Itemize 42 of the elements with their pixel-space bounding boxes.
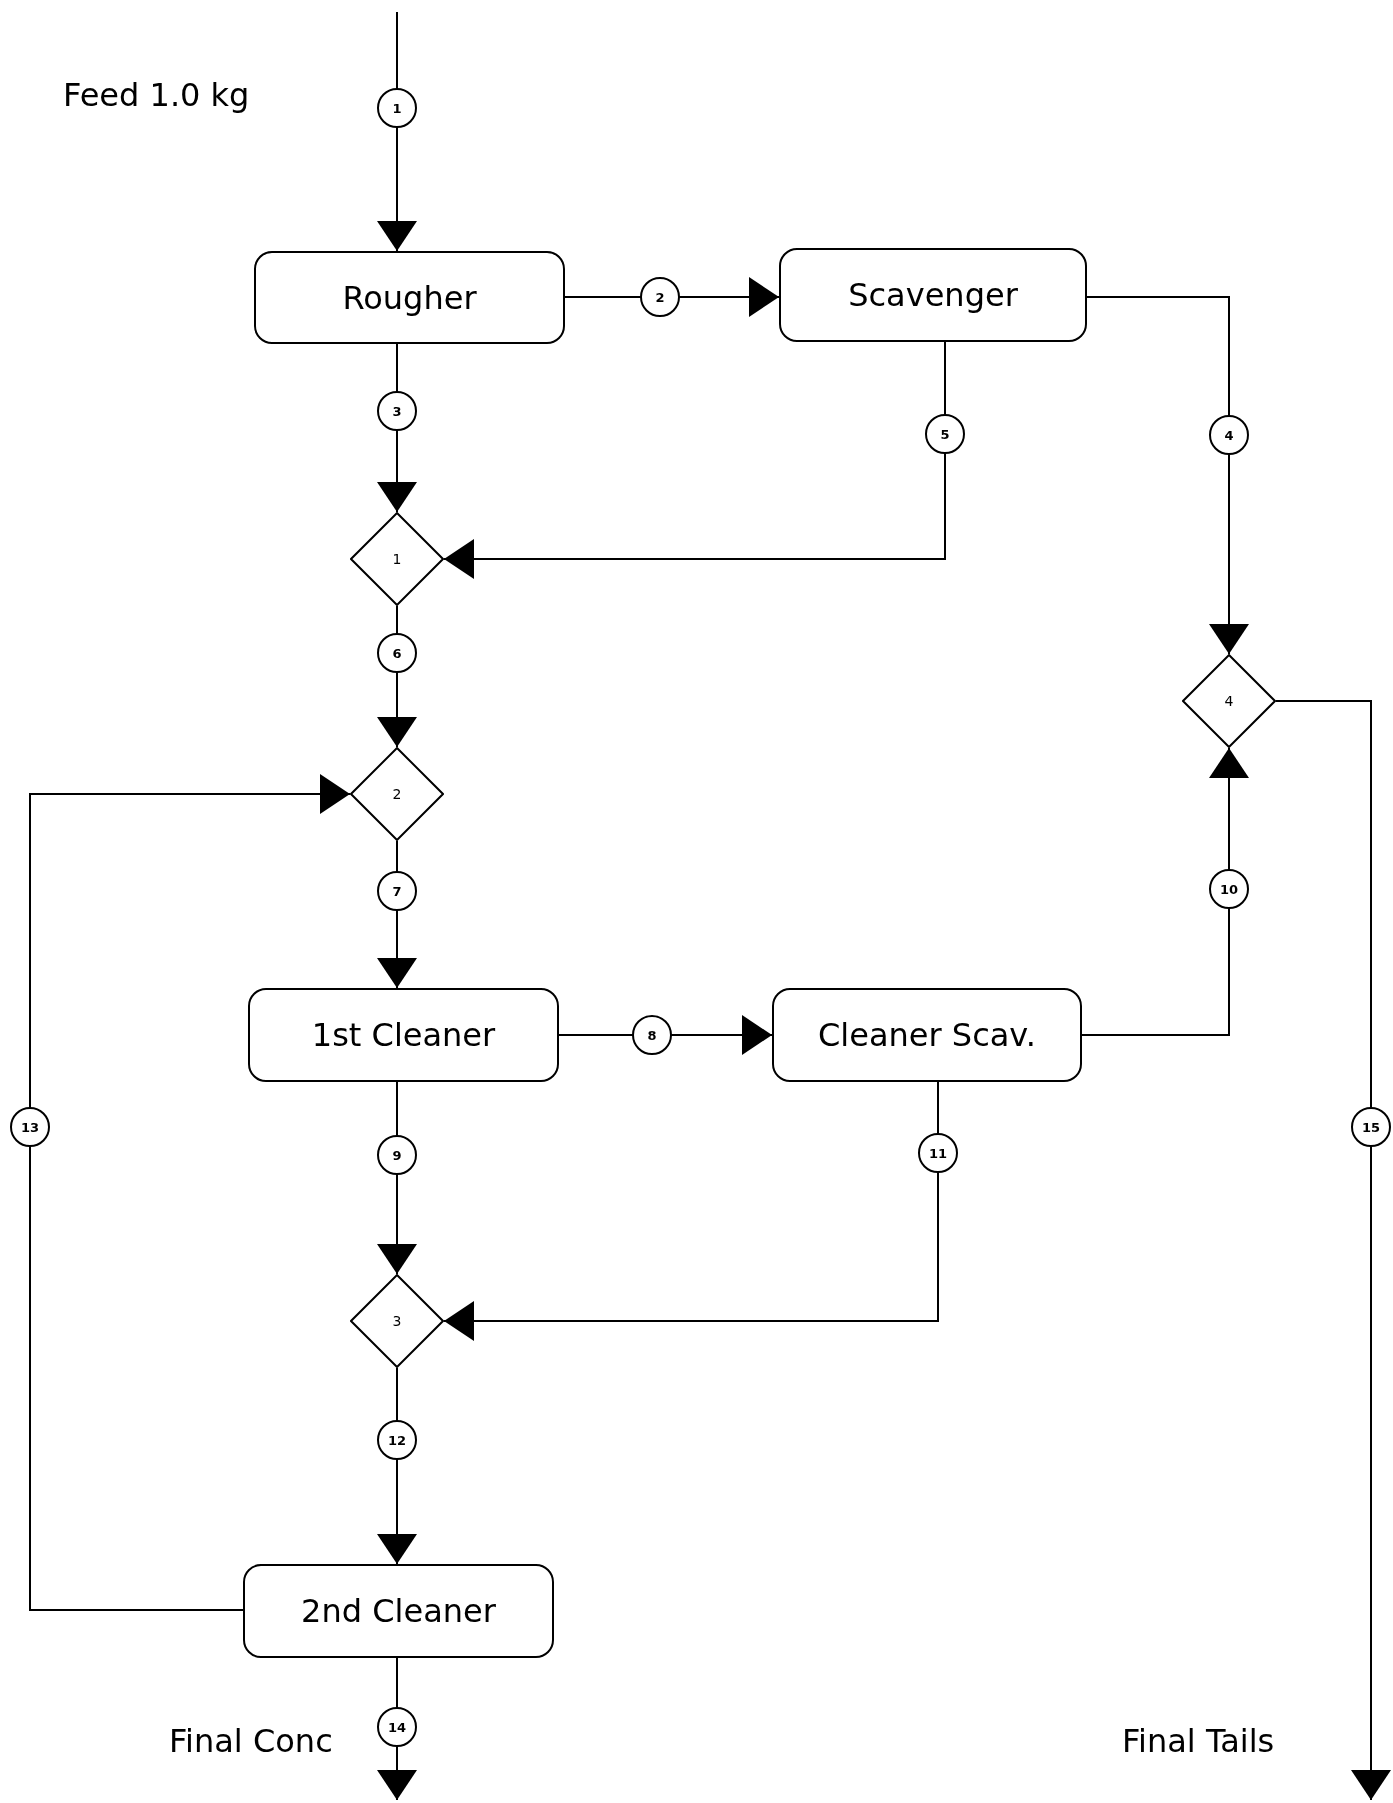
stream-caption: Final Conc (169, 1722, 333, 1760)
stream-number: 6 (377, 633, 417, 673)
junction-diamond (350, 747, 444, 841)
junction-number: 1 (392, 551, 402, 567)
stream-number: 3 (377, 391, 417, 431)
stream-caption: Final Tails (1122, 1722, 1275, 1760)
flow-arrow (29, 774, 351, 1611)
stream-number: 8 (632, 1015, 672, 1055)
unit-name: Cleaner Scav. (818, 1016, 1036, 1054)
junction-diamond (350, 1274, 444, 1368)
stream-number: 10 (1209, 869, 1249, 909)
flow-arrow (1081, 747, 1249, 1036)
stream-number: 12 (377, 1420, 417, 1460)
flow-arrow (443, 1081, 939, 1341)
stream-number: 13 (10, 1107, 50, 1147)
flow-arrow (443, 341, 946, 579)
unit-name: Scavenger (848, 276, 1018, 314)
stream-number: 11 (918, 1133, 958, 1173)
stream-number: 15 (1351, 1107, 1391, 1147)
junction-number: 3 (392, 1313, 402, 1329)
stream-number: 1 (377, 88, 417, 128)
junction-diamond (1182, 654, 1276, 748)
process-box (254, 251, 565, 344)
stream-number: 9 (377, 1135, 417, 1175)
stream-number: 5 (925, 414, 965, 454)
process-box (248, 988, 559, 1082)
unit-name: 1st Cleaner (311, 1016, 496, 1054)
unit-name: 2nd Cleaner (301, 1592, 496, 1630)
flow-arrow (1086, 296, 1249, 655)
stream-number: 14 (377, 1707, 417, 1747)
stream-number: 4 (1209, 415, 1249, 455)
process-box (779, 248, 1087, 342)
stream-caption: Feed 1.0 kg (63, 76, 250, 114)
junction-number: 2 (392, 786, 402, 802)
process-box (772, 988, 1082, 1082)
unit-name: Rougher (342, 278, 477, 317)
stream-number: 7 (377, 871, 417, 911)
process-box (243, 1564, 554, 1658)
flow-arrow (1275, 700, 1391, 1801)
stream-number: 2 (640, 277, 680, 317)
junction-diamond (350, 512, 444, 606)
junction-number: 4 (1224, 693, 1234, 709)
